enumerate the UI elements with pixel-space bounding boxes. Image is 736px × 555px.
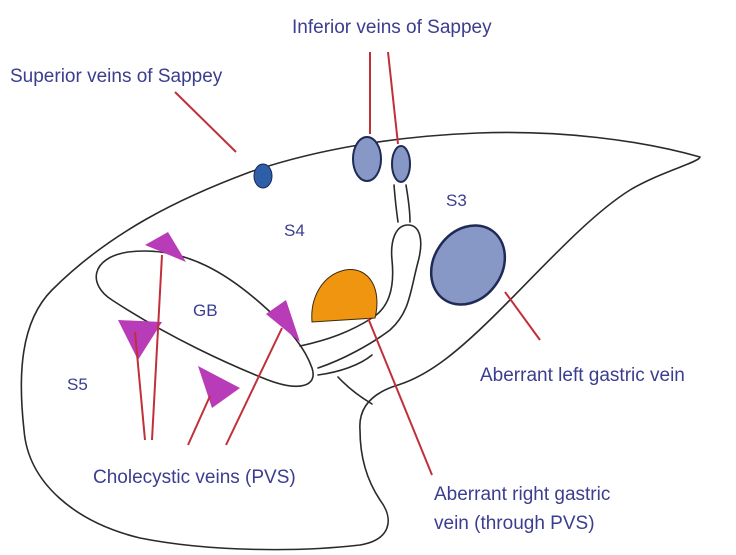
portal-branch [394,185,410,222]
aberrant-right-gastric-vein-shape [312,270,377,322]
label-segment-s3: S3 [446,191,467,210]
arrow-right-gastric [368,318,432,475]
label-inferior-veins: Inferior veins of Sappey [292,17,492,38]
label-aberrant-left-gastric: Aberrant left gastric vein [480,365,685,386]
inferior-vein-of-sappey-left [353,137,381,181]
aberrant-left-gastric-vein-shape [416,211,520,319]
cholecystic-vein-4 [198,366,240,408]
cholecystic-vein-3 [266,300,300,342]
arrow-cholecystic-2 [152,255,162,440]
label-cholecystic-veins: Cholecystic veins (PVS) [93,467,296,488]
label-aberrant-right-gastric-line1: Aberrant right gastric [434,484,610,505]
label-segment-s5: S5 [67,375,88,394]
label-segment-s4: S4 [284,221,305,240]
label-aberrant-right-gastric-line2: vein (through PVS) [434,513,595,534]
cholecystic-vein-2 [118,320,162,360]
label-superior-veins: Superior veins of Sappey [10,66,223,87]
arrow-inferior-right [388,52,398,144]
portal-stem-lower [338,377,372,404]
superior-vein-of-sappey [254,164,272,188]
label-gallbladder: GB [193,301,218,320]
cholecystic-vein-1 [145,232,186,262]
arrow-cholecystic-3 [188,396,210,445]
inferior-vein-of-sappey-right [392,146,410,182]
arrow-left-gastric [505,292,540,340]
arrow-superior-veins [175,92,236,152]
